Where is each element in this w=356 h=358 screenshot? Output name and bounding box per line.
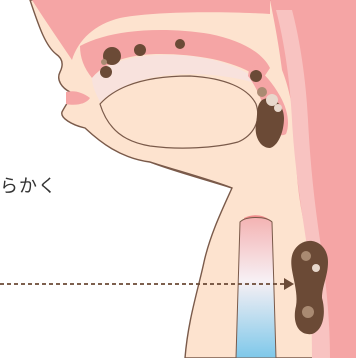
debris-highlight xyxy=(301,251,311,261)
oral-debris-spot xyxy=(134,44,146,56)
tongue xyxy=(100,76,258,148)
caption-text: らかく xyxy=(0,172,57,198)
debris-highlight xyxy=(257,87,267,97)
debris-highlight xyxy=(274,104,282,112)
oral-debris-spot xyxy=(100,66,112,78)
debris-highlight xyxy=(312,264,320,272)
debris-highlight xyxy=(266,94,278,106)
oral-debris-spot xyxy=(101,59,107,65)
oral-debris-spot xyxy=(250,70,262,82)
debris-highlight xyxy=(302,306,314,318)
oral-debris-spot xyxy=(175,39,185,49)
airway xyxy=(236,218,276,358)
